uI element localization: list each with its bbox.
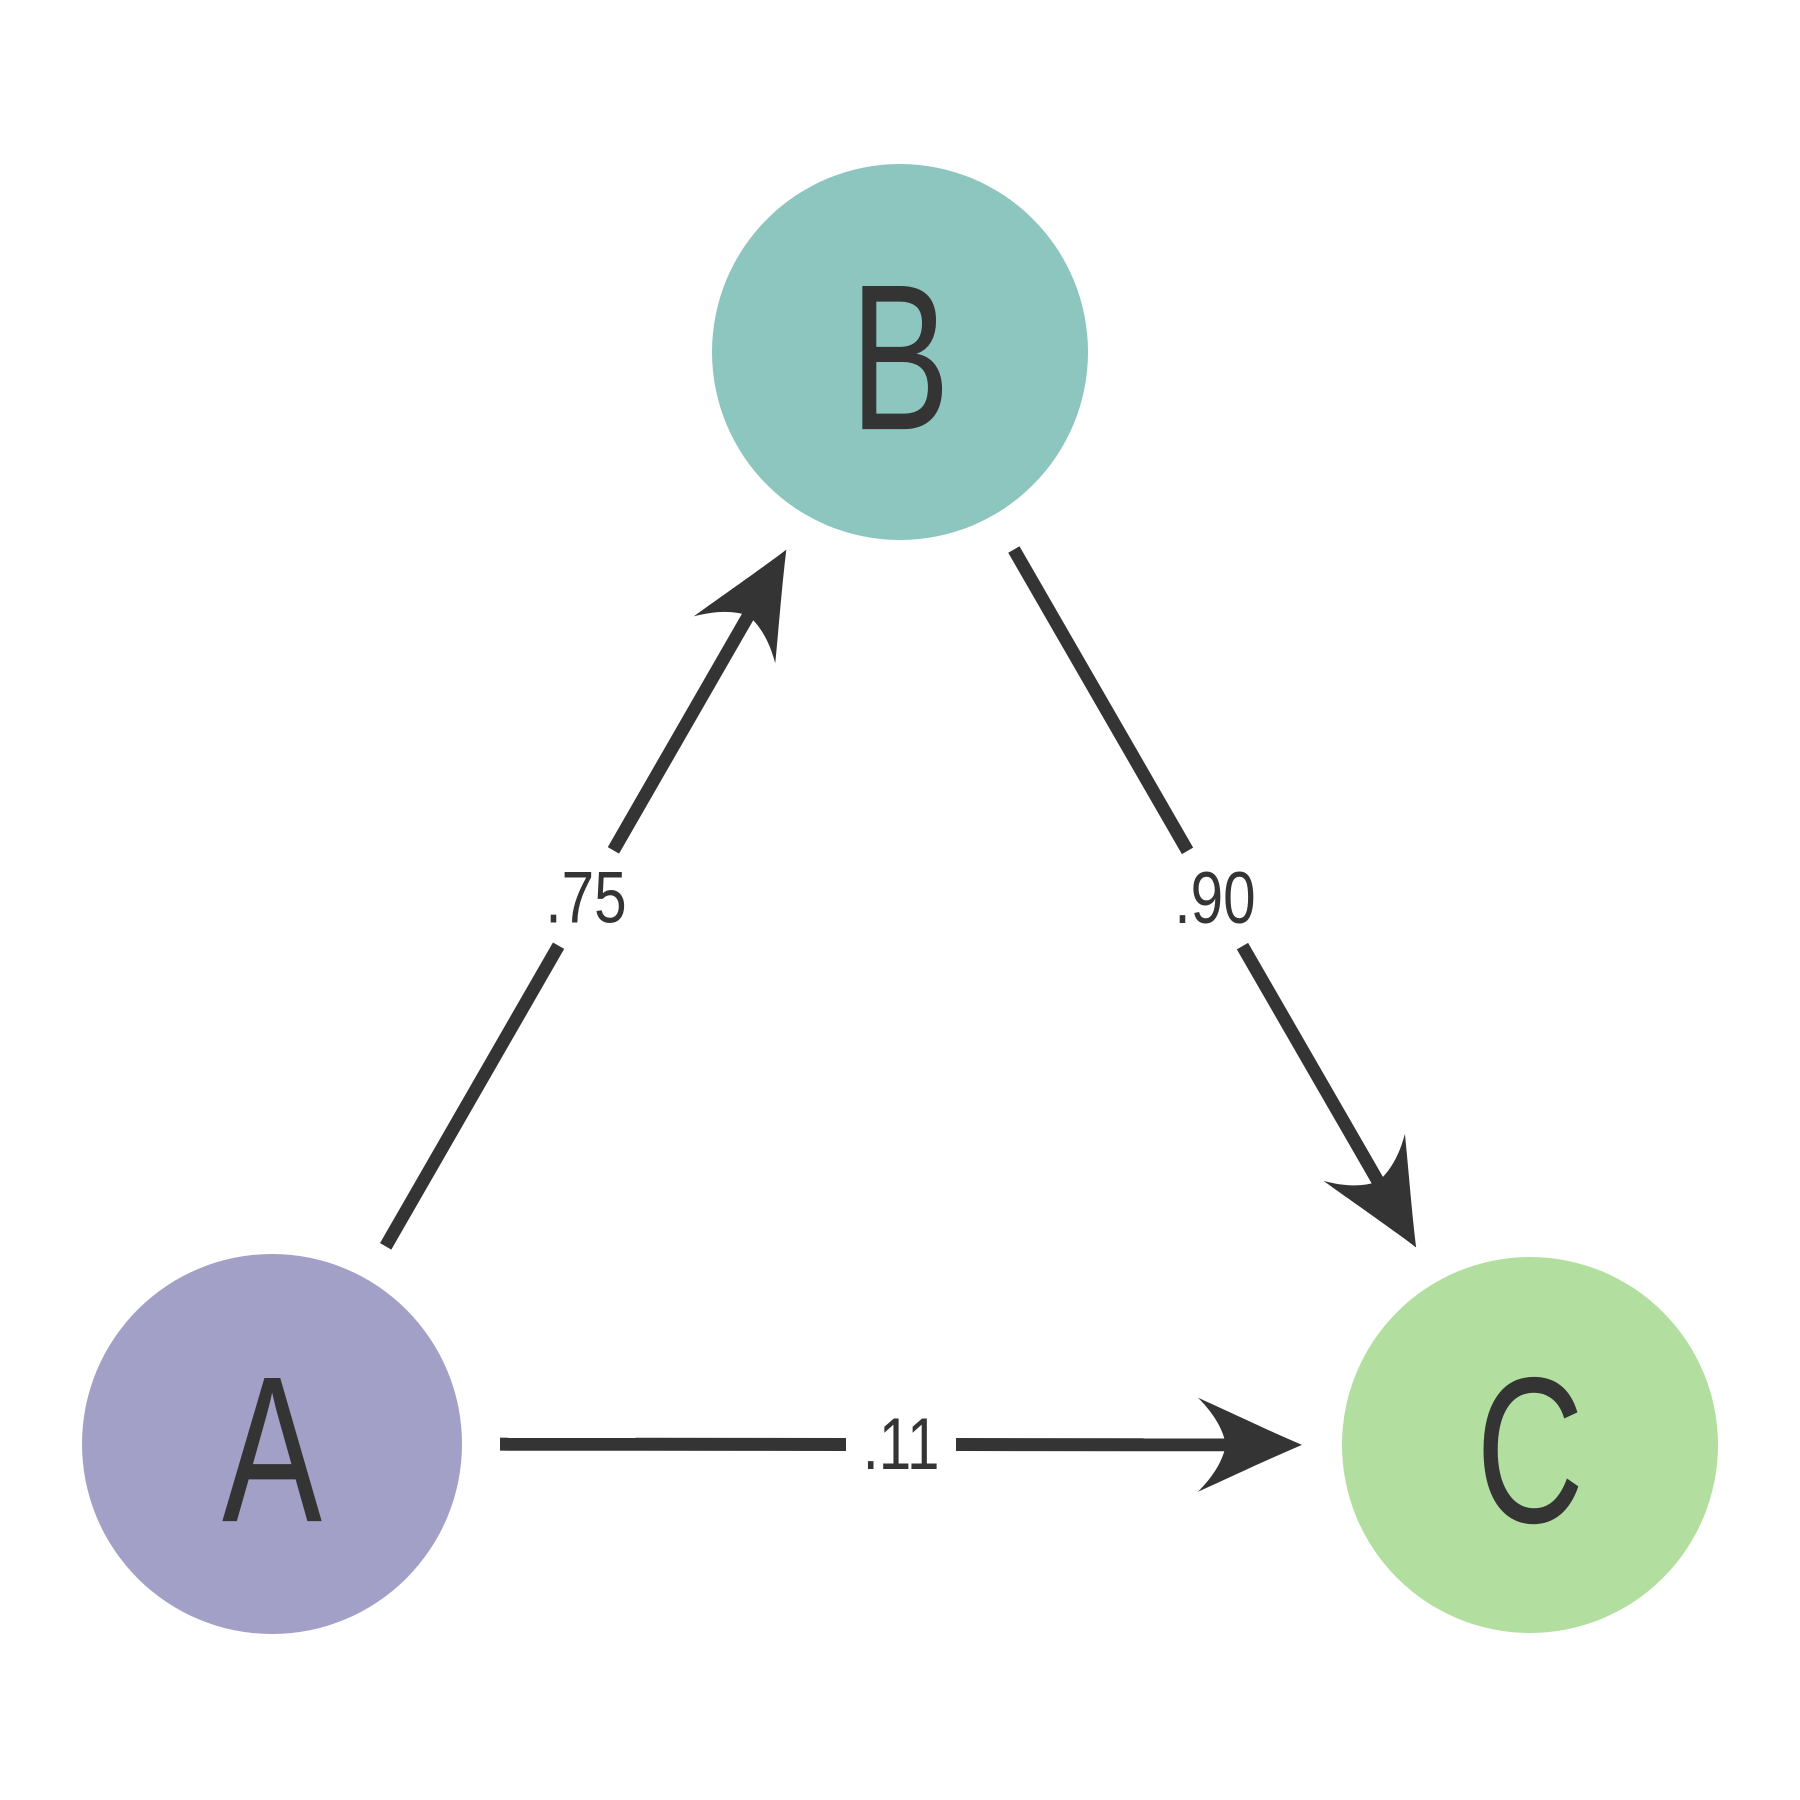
node-B-circle: [712, 164, 1088, 540]
edge-A-C-weight-label: .11: [863, 1404, 940, 1486]
edge-B-C-weight-label: .90: [1174, 858, 1255, 940]
edge-A-B: .75: [380, 549, 787, 1250]
edge-B-C-segment-2: [1236, 942, 1387, 1191]
node-C-circle: [1342, 1257, 1718, 1633]
node-A-circle: [82, 1254, 462, 1634]
nodes-layer: A B C: [82, 164, 1718, 1634]
edge-A-B-segment-2: [607, 607, 758, 854]
node-A: A: [82, 1254, 462, 1634]
edge-B-C-arrowhead-icon: [1323, 1133, 1417, 1248]
edge-A-B-segment-1: [380, 942, 565, 1250]
edge-A-C-arrowhead-icon: [1197, 1397, 1303, 1492]
edge-A-C: .11: [499, 1397, 1303, 1492]
node-B-label: B: [850, 242, 950, 474]
node-B: B: [712, 164, 1088, 540]
node-C: C: [1342, 1257, 1718, 1633]
edge-B-C: .90: [1008, 546, 1417, 1248]
node-A-label: A: [222, 1334, 322, 1566]
edge-B-C-segment-1: [1008, 546, 1194, 855]
edge-A-B-arrowhead-icon: [693, 549, 787, 664]
edges-layer: .75 .90 .11: [380, 546, 1417, 1492]
edge-A-B-weight-label: .75: [545, 857, 626, 939]
node-C-label: C: [1476, 1335, 1584, 1567]
